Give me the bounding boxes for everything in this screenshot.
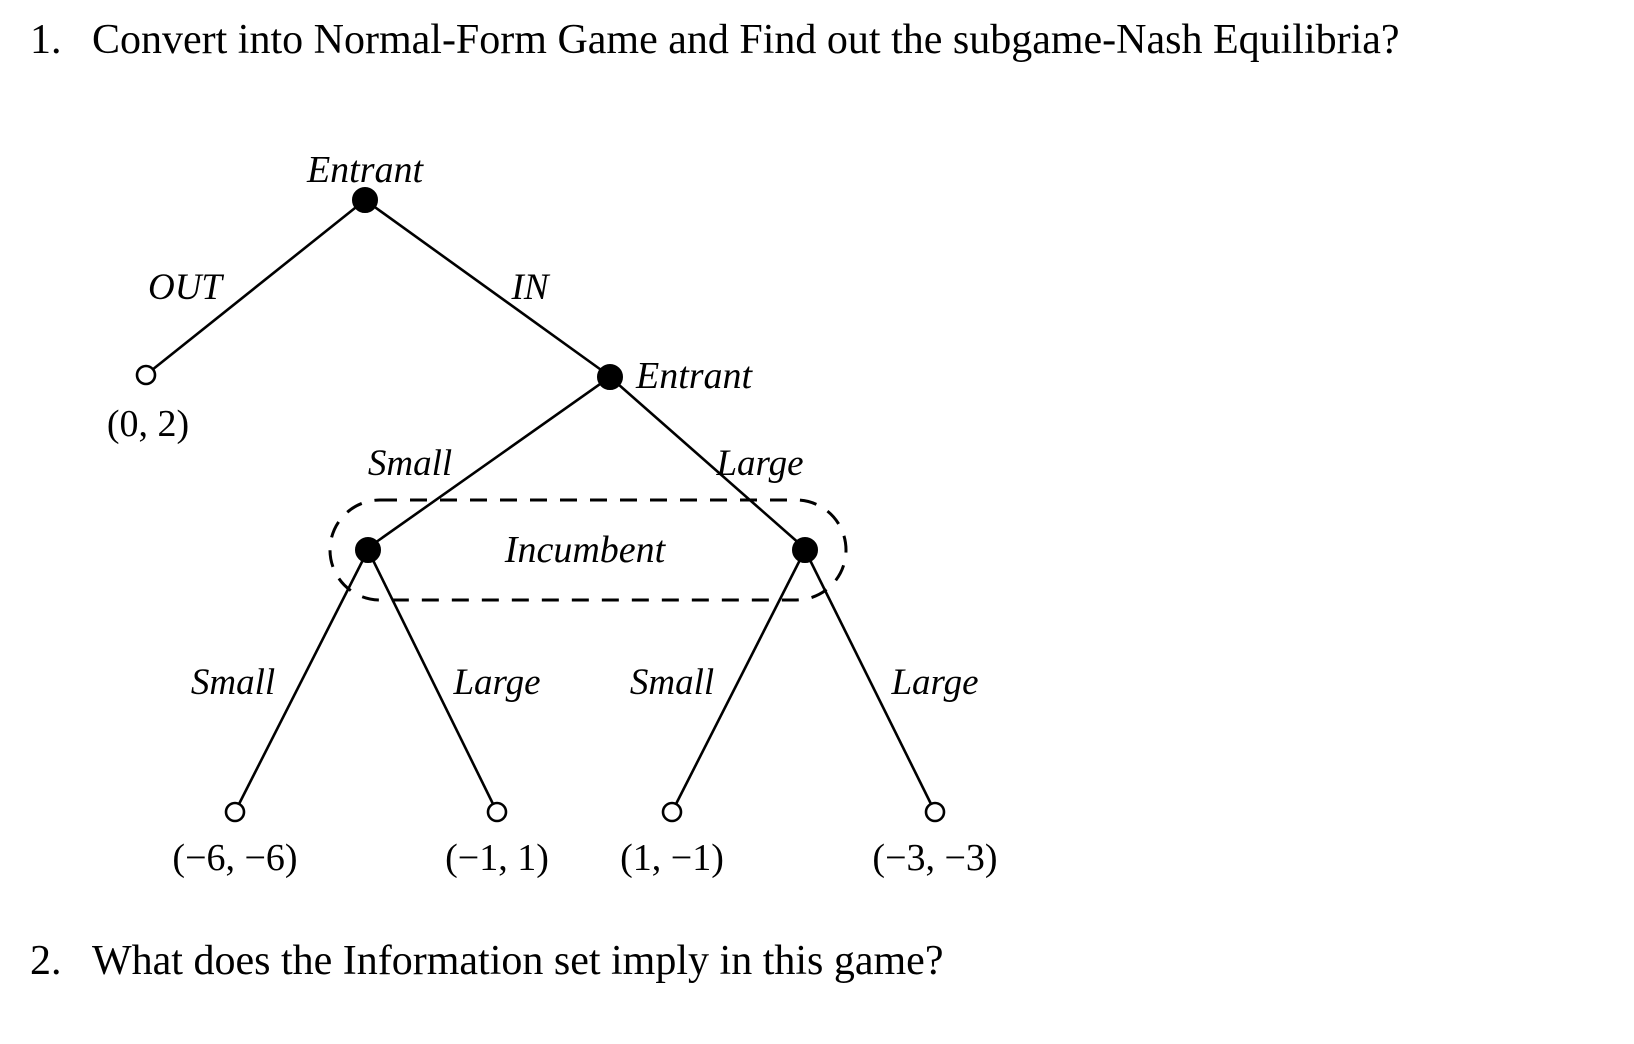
action-label-incleft-large: Large	[453, 662, 541, 703]
node-root-entrant[interactable]	[352, 187, 378, 213]
edge-entrant2-small	[371, 375, 611, 547]
terminal-nodes	[135, 364, 946, 823]
player-label-incumbent-infoset: Incumbent	[504, 529, 666, 571]
terminal-node-4	[924, 801, 946, 823]
question-1: 1. Convert into Normal-Form Game and Fin…	[30, 14, 1530, 68]
edge-incleft-small	[236, 549, 370, 807]
payoff-terminal-3: (1, −1)	[620, 837, 724, 879]
action-label-in: IN	[511, 267, 549, 308]
action-label-entrant-large: Large	[716, 443, 804, 484]
action-label-incright-large: Large	[891, 662, 979, 703]
payoff-terminal-2: (−1, 1)	[445, 837, 549, 879]
payoff-out: (0, 2)	[106, 403, 190, 445]
edge-root-in	[364, 198, 605, 374]
edge-root-out	[151, 198, 366, 372]
question-2: 2. What does the Information set imply i…	[30, 935, 1530, 989]
node-entrant-2[interactable]	[597, 364, 623, 390]
node-incumbent-right[interactable]	[792, 537, 818, 563]
terminal-node-3	[661, 801, 683, 823]
question-2-text: What does the Information set imply in t…	[92, 938, 944, 984]
decision-nodes	[352, 187, 818, 563]
action-label-entrant-small: Small	[367, 443, 453, 484]
terminal-node-1	[224, 801, 246, 823]
question-2-number: 2.	[30, 938, 62, 984]
terminal-node-2	[486, 801, 508, 823]
node-incumbent-left[interactable]	[355, 537, 381, 563]
game-tree-svg	[135, 187, 946, 823]
game-tree-diagram: Entrant Entrant Incumbent OUT IN Small L…	[0, 120, 1120, 910]
payoff-terminal-1: (−6, −6)	[172, 837, 298, 879]
edge-entrant2-large	[609, 376, 802, 546]
terminal-node-out	[135, 364, 157, 386]
edge-incleft-large	[366, 549, 496, 807]
action-label-out: OUT	[147, 267, 223, 308]
player-label-root-entrant: Entrant	[306, 149, 424, 191]
player-label-entrant-2: Entrant	[636, 355, 753, 397]
question-1-number: 1.	[30, 17, 62, 63]
action-label-incleft-small: Small	[190, 662, 276, 703]
information-set-boundary	[328, 498, 848, 602]
tree-edges	[151, 198, 934, 807]
edge-incright-small	[673, 549, 807, 807]
action-label-incright-small: Small	[629, 662, 715, 703]
payoff-terminal-4: (−3, −3)	[872, 837, 998, 879]
edge-incright-large	[803, 549, 934, 807]
question-1-text: Convert into Normal-Form Game and Find o…	[92, 17, 1400, 63]
